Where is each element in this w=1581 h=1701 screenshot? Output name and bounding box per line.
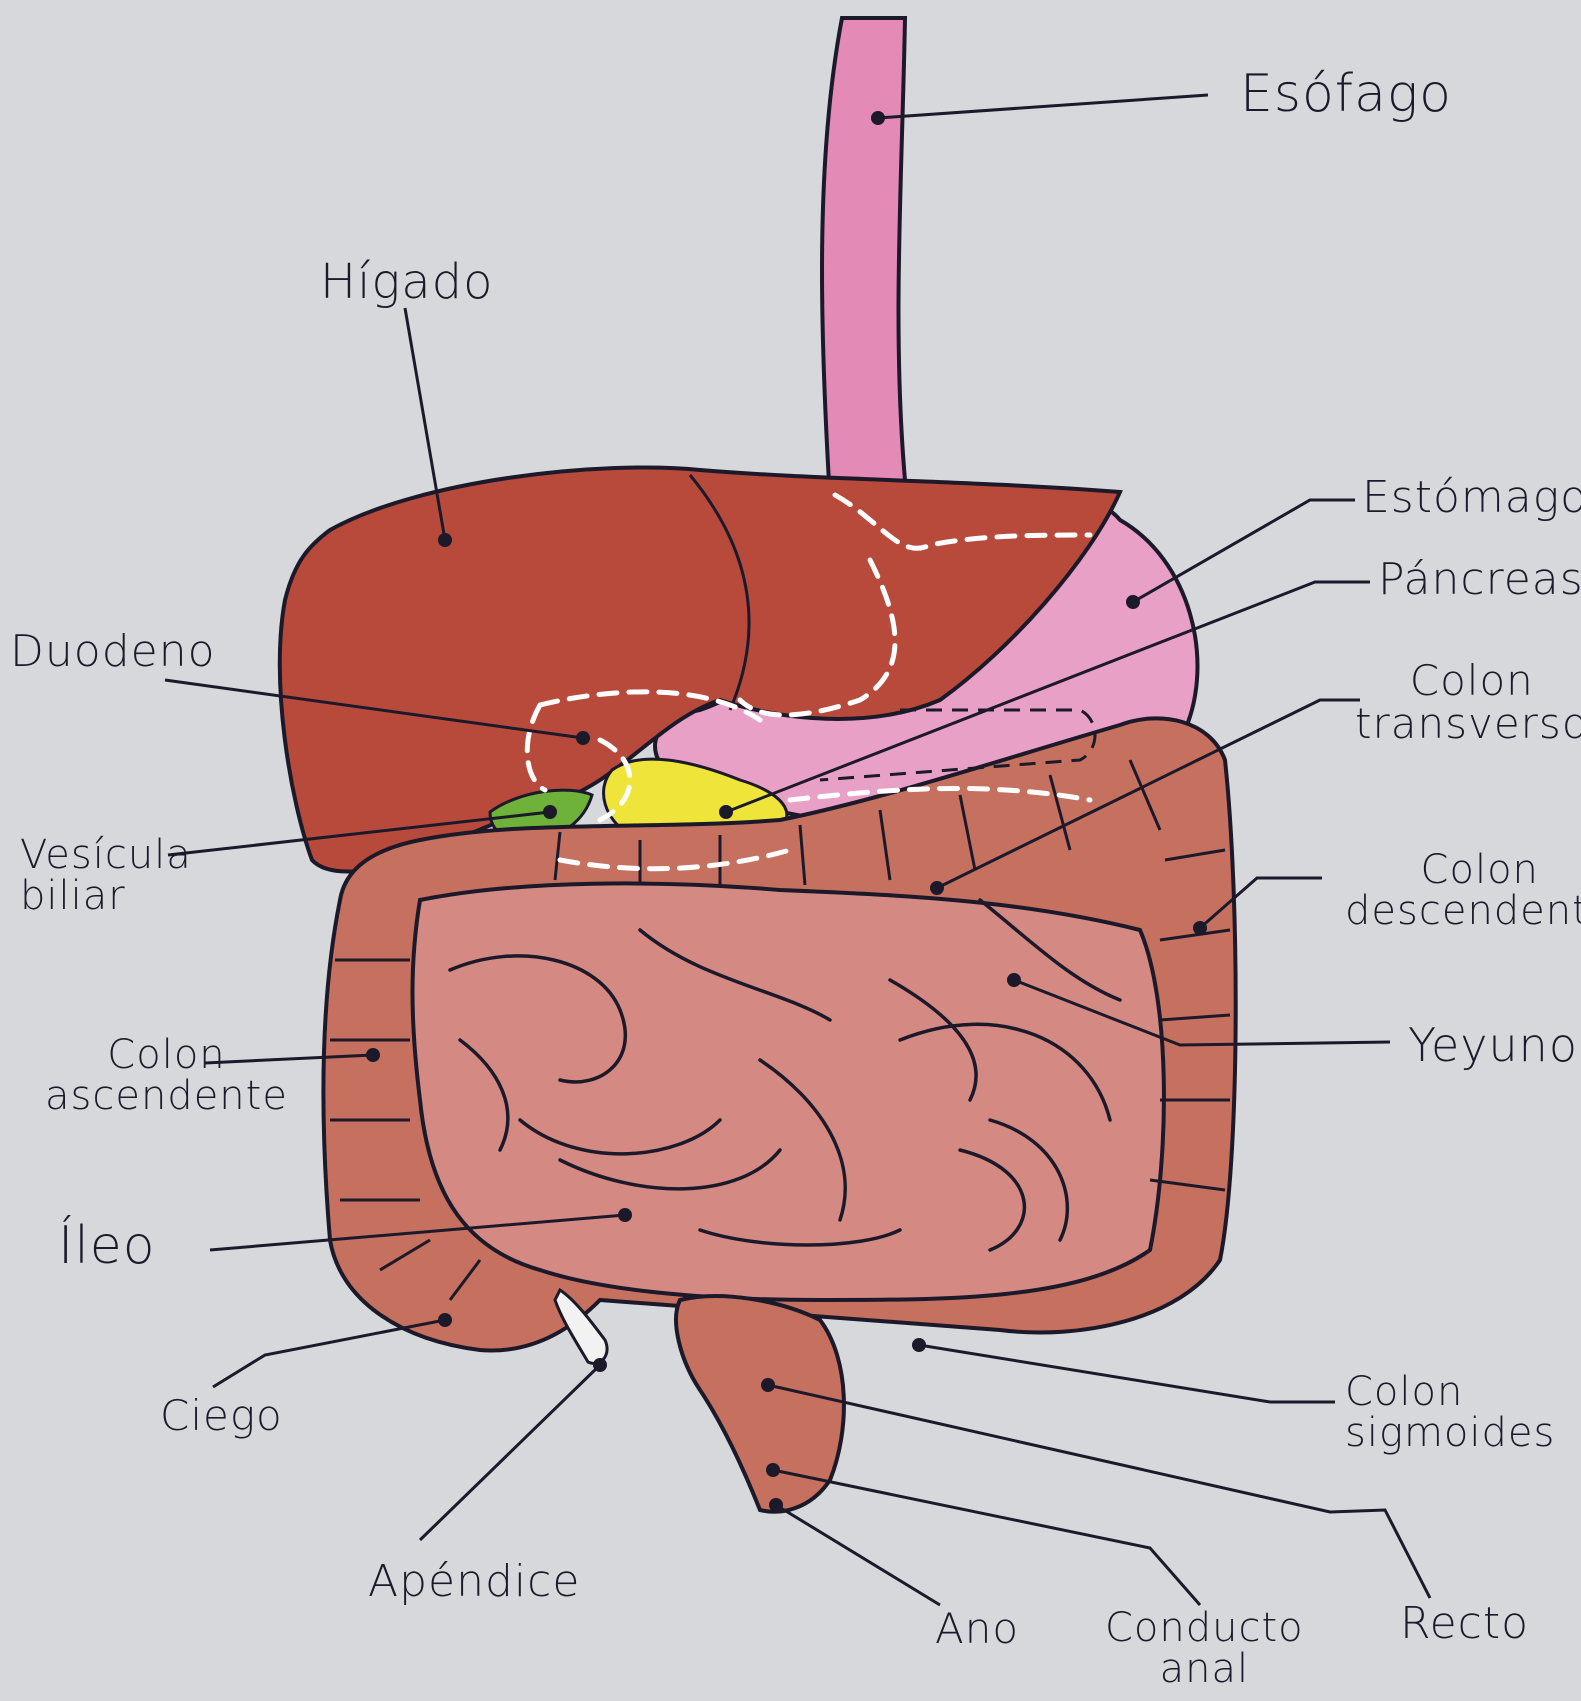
label-colon-sigmoides-line1: Colon <box>1345 1372 1555 1413</box>
label-colon-sigmoides: Colon sigmoides <box>1345 1372 1555 1454</box>
label-vesicula-line2: biliar <box>20 876 192 917</box>
label-colon-transverso: Colon transverso <box>1355 660 1581 746</box>
label-colon-descendente-line1: Colon <box>1345 850 1581 891</box>
small-intestine-shape <box>413 883 1164 1300</box>
label-duodeno: Duodeno <box>10 630 216 675</box>
label-conducto-anal: Conducto anal <box>1105 1608 1304 1690</box>
label-yeyuno: Yeyuno <box>1408 1022 1578 1069</box>
esophagus-shape <box>822 18 905 500</box>
label-esofago: Esófago <box>1240 68 1452 121</box>
label-colon-transverso-line1: Colon <box>1355 660 1581 703</box>
label-recto: Recto <box>1400 1602 1529 1647</box>
label-estomago: Estómago <box>1362 476 1581 521</box>
label-vesicula-line1: Vesícula <box>20 835 192 876</box>
label-colon-descendente: Colon descendente <box>1345 850 1581 932</box>
label-colon-descendente-line2: descendente <box>1345 891 1581 932</box>
label-vesicula: Vesícula biliar <box>20 835 192 917</box>
label-conducto-anal-line2: anal <box>1105 1649 1304 1690</box>
label-ciego: Ciego <box>160 1395 283 1438</box>
label-pancreas: Páncreas <box>1378 558 1581 603</box>
label-higado: Hígado <box>320 258 493 307</box>
label-colon-sigmoides-line2: sigmoides <box>1345 1413 1555 1454</box>
label-ileo: Íleo <box>58 1220 156 1273</box>
label-colon-ascendente-line1: Colon <box>45 1035 288 1076</box>
label-conducto-anal-line1: Conducto <box>1105 1608 1304 1649</box>
label-ano: Ano <box>935 1608 1019 1651</box>
label-colon-transverso-line2: transverso <box>1355 703 1581 746</box>
label-colon-ascendente: Colon ascendente <box>45 1035 288 1117</box>
label-colon-ascendente-line2: ascendente <box>45 1076 288 1117</box>
label-apendice: Apéndice <box>368 1560 580 1605</box>
